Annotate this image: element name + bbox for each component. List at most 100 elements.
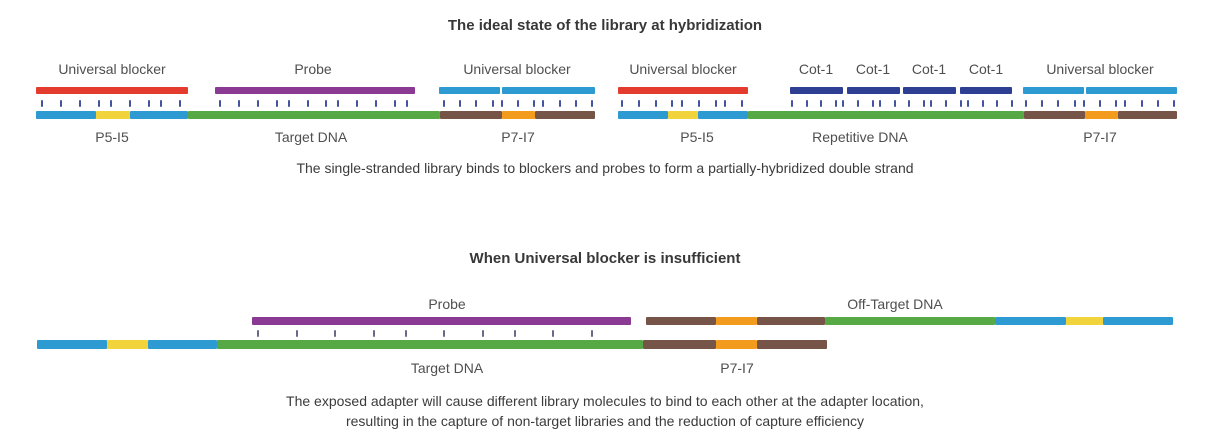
ticks-a-probe-tick (287, 100, 290, 107)
ticks-b-repetitive-tick (930, 100, 933, 107)
ticks-b-p7-tick (1099, 100, 1101, 107)
ticks-b-repetitive-tick (1011, 100, 1013, 107)
label-target-dna-a: Target DNA (274, 129, 348, 145)
ticks-a-p7-tick (443, 100, 445, 107)
label-p7-i7-b: P7-I7 (1083, 129, 1117, 145)
ticks-b-repetitive-tick (959, 100, 962, 107)
label-probe-bottom: Probe (428, 296, 466, 312)
ticks-a-probe-tick (237, 100, 240, 107)
cot1-bar-4 (960, 87, 1012, 94)
strand-a-p7-orange (502, 111, 535, 119)
ticks-b-p5-tick (697, 100, 700, 107)
ticks-a-p5-tick (98, 100, 100, 107)
probe-bar-a (215, 87, 415, 94)
label-p5-i5-a: P5-I5 (95, 129, 129, 145)
top-section-title: The ideal state of the library at hybrid… (447, 17, 763, 34)
ticks-a-p7-tick (459, 100, 462, 107)
probe-bar-bottom (252, 317, 631, 325)
library-p7-orange (716, 340, 757, 349)
strand-b-p7-orange (1085, 111, 1118, 119)
ticks-b-p5-tick (724, 100, 727, 107)
ticks-a-p5-tick (179, 100, 181, 107)
ticks-b-p7-tick (1140, 100, 1143, 107)
label-cot1-4: Cot-1 (968, 61, 1004, 77)
label-universal-blocker-b-left: Universal blocker (629, 61, 737, 77)
strand-a-p5-blue2 (130, 111, 188, 119)
offtarget-p7-brown2 (757, 317, 825, 325)
ticks-b-p5-tick (654, 100, 657, 107)
ticks-a-p7-tick (500, 100, 503, 107)
cot1-bar-3 (903, 87, 956, 94)
label-universal-blocker-b-right: Universal blocker (1046, 61, 1154, 77)
library-target-green (217, 340, 643, 349)
offtarget-p5-blue1 (995, 317, 1066, 325)
ticks-b-repetitive-tick (842, 100, 845, 107)
blocker-bar-blue-b1 (1023, 87, 1084, 94)
ticks-a-probe-tick (325, 100, 328, 107)
ticks-a-p5-tick (79, 100, 81, 107)
strand-b-p5-blue2 (698, 111, 748, 119)
cot1-bar-2 (847, 87, 900, 94)
strand-b-p5-blue1 (618, 111, 668, 119)
ticks-a-probe-tick (275, 100, 278, 107)
library-p7-brown2 (757, 340, 827, 349)
ticks-b-repetitive-tick (805, 100, 808, 107)
ticks-a-probe-tick (375, 100, 378, 107)
ticks-a-probe-tick (406, 100, 408, 107)
ticks-bottom-probe-tick (404, 330, 407, 337)
label-universal-blocker-a-left: Universal blocker (58, 61, 166, 77)
blocker-bar-blue-a1 (439, 87, 500, 94)
ticks-a-p7-tick (475, 100, 478, 107)
library-p5-blue1 (37, 340, 107, 349)
library-p5-blue2 (148, 340, 217, 349)
strand-b-p7-brown2 (1118, 111, 1177, 119)
ticks-b-p5-tick (637, 100, 640, 107)
ticks-a-p5-tick (129, 100, 131, 107)
ticks-b-p7-tick (1073, 100, 1076, 107)
ticks-a-p7-tick (517, 100, 519, 107)
ticks-b-p7-tick (1173, 100, 1175, 107)
blocker-bar-blue-a2 (502, 87, 595, 94)
ticks-bottom-probe-tick (591, 330, 593, 337)
offtarget-p7-orange (716, 317, 757, 325)
strand-b-repetitive-green (748, 111, 1024, 119)
ticks-a-p5-tick (60, 100, 62, 107)
ticks-a-probe-tick (256, 100, 259, 107)
ticks-a-p5-tick (110, 100, 112, 107)
ticks-a-p7-tick (558, 100, 561, 107)
strand-a-p7-brown2 (535, 111, 595, 119)
ticks-b-p7-tick (1124, 100, 1127, 107)
ticks-b-repetitive-tick (967, 100, 970, 107)
label-target-dna-bottom: Target DNA (410, 360, 484, 376)
bottom-section-title: When Universal blocker is insufficient (469, 250, 741, 267)
ticks-b-repetitive-tick (834, 100, 837, 107)
ticks-b-repetitive-tick (922, 100, 925, 107)
strand-a-target-green (188, 111, 440, 119)
ticks-a-p7-tick (491, 100, 494, 107)
label-cot1-3: Cot-1 (911, 61, 947, 77)
ticks-b-p5-tick (671, 100, 674, 107)
ticks-b-repetitive-tick (820, 100, 823, 107)
ticks-a-p5-tick (160, 100, 162, 107)
library-p7-brown1 (643, 340, 716, 349)
blocker-bar-blue-b2 (1086, 87, 1177, 94)
label-cot1-1: Cot-1 (798, 61, 834, 77)
top-section-caption: The single-stranded library binds to blo… (296, 160, 914, 176)
ticks-b-repetitive-tick (996, 100, 999, 107)
strand-a-p5-blue1 (36, 111, 96, 119)
ticks-b-p7-tick (1115, 100, 1118, 107)
ticks-a-p7-tick (574, 100, 577, 107)
ticks-b-p5-tick (741, 100, 743, 107)
ticks-a-probe-tick (337, 100, 340, 107)
ticks-a-p5-tick (148, 100, 150, 107)
ticks-b-repetitive-tick (893, 100, 896, 107)
ticks-bottom-probe-tick (513, 330, 516, 337)
ticks-b-p5-tick (621, 100, 623, 107)
ticks-b-p7-tick (1025, 100, 1027, 107)
ticks-b-p7-tick (1156, 100, 1159, 107)
strand-b-p5-yellow (668, 111, 698, 119)
offtarget-p5-blue2 (1103, 317, 1173, 325)
bottom-section-caption-line2: resulting in the capture of non-target l… (345, 413, 865, 429)
blocker-bar-red-a (36, 87, 188, 94)
